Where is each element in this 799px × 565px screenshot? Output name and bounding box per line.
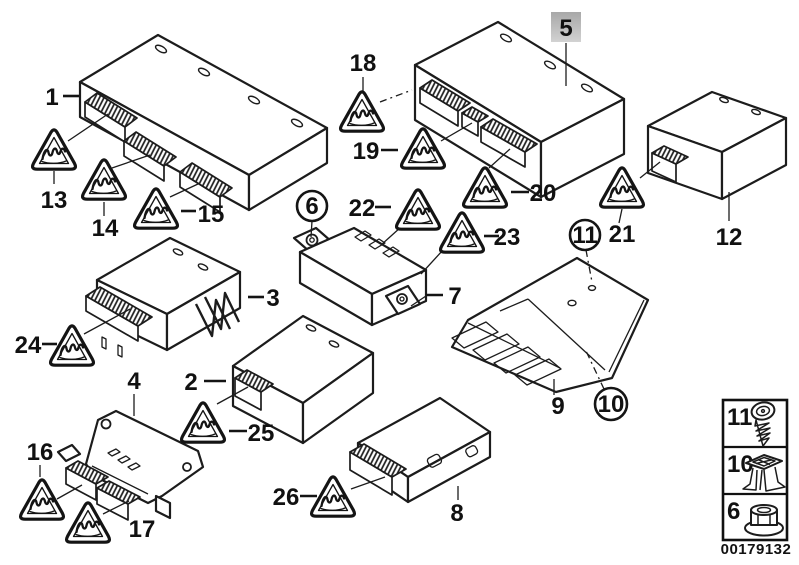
callout-11[interactable]: 11 bbox=[572, 222, 597, 249]
coding-warning-triangle-icon bbox=[438, 211, 486, 254]
callout-24[interactable]: 24 bbox=[15, 332, 42, 359]
legend-callout-11[interactable]: 11 bbox=[727, 404, 752, 431]
module-5 bbox=[413, 20, 626, 199]
callout-8[interactable]: 8 bbox=[450, 500, 463, 527]
callout-15[interactable]: 15 bbox=[198, 201, 225, 228]
module-2 bbox=[231, 314, 375, 445]
screw-icon bbox=[750, 401, 776, 447]
legend-row-nut[interactable]: 6 bbox=[727, 498, 784, 537]
callout-10[interactable]: 10 bbox=[598, 391, 625, 418]
module-8 bbox=[349, 396, 492, 504]
callout-19[interactable]: 19 bbox=[353, 138, 380, 165]
callout-4[interactable]: 4 bbox=[127, 368, 141, 395]
part-9-cover bbox=[450, 256, 650, 394]
coding-warning-triangle-icon bbox=[338, 90, 386, 133]
callout-12[interactable]: 12 bbox=[716, 224, 743, 251]
module-4 bbox=[56, 409, 205, 521]
coding-warning-triangle-icon bbox=[461, 166, 509, 209]
callout-labels: 1 2 3 4 5 7 8 9 12 13 14 15 16 17 18 19 … bbox=[15, 12, 743, 543]
circled-callout-10[interactable]: 10 bbox=[593, 386, 629, 422]
callout-23[interactable]: 23 bbox=[494, 224, 521, 251]
callout-3[interactable]: 3 bbox=[266, 285, 279, 312]
drawing-number: 00179132 bbox=[721, 541, 792, 558]
coding-warning-triangle-icon bbox=[64, 501, 112, 544]
legend-row-screw[interactable]: 11 bbox=[727, 400, 776, 447]
module-7 bbox=[292, 226, 428, 327]
expanding-rivet-icon bbox=[742, 454, 786, 492]
callout-1[interactable]: 1 bbox=[45, 84, 58, 111]
coding-warning-triangle-icon bbox=[30, 128, 78, 171]
coding-warning-triangle-icon bbox=[179, 401, 227, 444]
callout-5[interactable]: 5 bbox=[559, 15, 572, 42]
callout-18[interactable]: 18 bbox=[350, 50, 377, 77]
callout-5-highlighted[interactable]: 5 bbox=[551, 12, 581, 42]
legend-row-rivet[interactable]: 10 bbox=[727, 451, 786, 492]
coding-warning-triangle-icon bbox=[132, 187, 180, 230]
circled-callout-11[interactable]: 11 bbox=[568, 218, 602, 252]
callout-21[interactable]: 21 bbox=[609, 221, 636, 248]
coding-warning-triangle-icon bbox=[309, 475, 357, 518]
callout-13[interactable]: 13 bbox=[41, 187, 68, 214]
callout-16[interactable]: 16 bbox=[27, 439, 54, 466]
module-1 bbox=[78, 33, 329, 213]
callout-2[interactable]: 2 bbox=[184, 369, 197, 396]
fastener-legend: 11 10 6 bbox=[721, 398, 789, 542]
connector-block bbox=[419, 79, 538, 168]
leader-lines bbox=[39, 43, 730, 515]
highlight-box bbox=[551, 12, 581, 42]
callout-20[interactable]: 20 bbox=[530, 180, 557, 207]
coding-warning-triangle-icon bbox=[598, 166, 646, 209]
module-3 bbox=[85, 236, 242, 358]
callout-7[interactable]: 7 bbox=[448, 283, 461, 310]
callout-6[interactable]: 6 bbox=[305, 193, 318, 220]
callout-22[interactable]: 22 bbox=[349, 195, 376, 222]
callout-17[interactable]: 17 bbox=[129, 516, 156, 543]
legend-callout-6[interactable]: 6 bbox=[727, 498, 740, 525]
coding-warning-triangle-icon bbox=[394, 188, 442, 231]
callout-14[interactable]: 14 bbox=[92, 215, 119, 242]
connector-block bbox=[84, 92, 233, 213]
module-12 bbox=[646, 90, 788, 201]
coding-warning-triangle-icon bbox=[18, 478, 66, 521]
callout-25[interactable]: 25 bbox=[248, 420, 275, 447]
callout-26[interactable]: 26 bbox=[273, 484, 300, 511]
flange-nut-icon bbox=[744, 504, 784, 537]
callout-9[interactable]: 9 bbox=[551, 393, 564, 420]
circled-callout-6[interactable]: 6 bbox=[295, 189, 329, 223]
